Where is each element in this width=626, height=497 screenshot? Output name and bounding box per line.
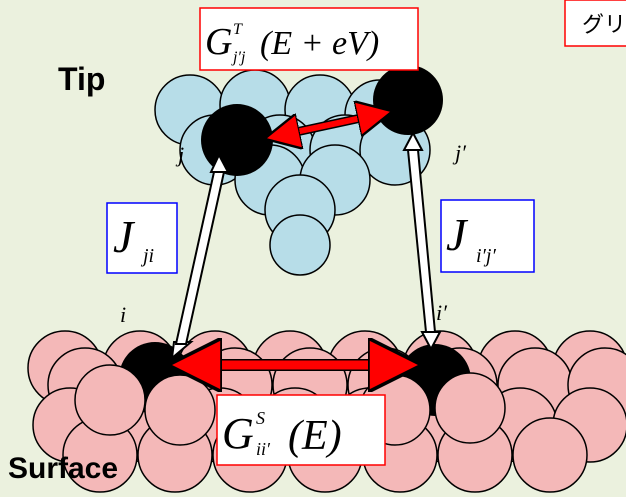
tip-green-sub: j′j: [231, 49, 246, 66]
corner-text: グリ: [582, 13, 626, 38]
surface-green-arg: (E): [288, 413, 342, 459]
tip-label: Tip: [58, 61, 105, 97]
tip-green-arrow: [282, 115, 375, 135]
site-label-i-prime: i′: [436, 300, 448, 325]
surface-label: Surface: [8, 452, 118, 485]
hop-right-base: J: [446, 209, 469, 260]
hop-left-box: J ji: [106, 202, 178, 274]
hop-right-sub: i′j′: [476, 245, 496, 267]
hop-arrow-left: [170, 152, 230, 361]
corner-box: [564, 0, 626, 47]
tip-green-sup: T: [233, 21, 243, 38]
hop-right-box: J i′j′: [440, 199, 535, 273]
tip-green-base: G: [205, 21, 232, 63]
surface-green-sup: S: [256, 408, 265, 428]
hop-left-base: J: [113, 211, 136, 262]
site-label-j: j: [175, 142, 184, 167]
atom-j-prime: [373, 65, 443, 135]
site-label-j-prime: j′: [452, 140, 467, 165]
surface-green-base: G: [222, 409, 254, 458]
surface-green-function-box: G S ii′ (E): [216, 394, 386, 466]
hop-arrow-right: [402, 130, 442, 352]
site-label-i: i: [120, 302, 126, 327]
tip-green-function-box: G T j′j (E + eV): [199, 7, 419, 71]
tip-green-arg: (E + eV): [260, 25, 379, 62]
surface-green-sub: ii′: [256, 439, 271, 459]
atom-j: [201, 104, 273, 176]
hop-left-sub: ji: [140, 245, 154, 267]
